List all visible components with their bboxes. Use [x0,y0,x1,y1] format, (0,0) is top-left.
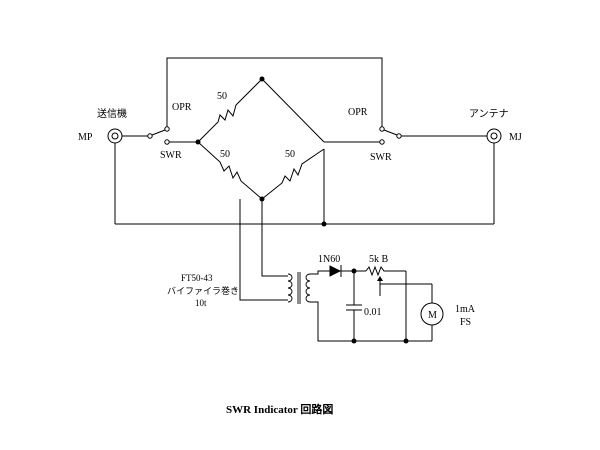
r2-label: 50 [220,149,230,160]
transformer-feed-b [239,199,288,301]
mp-connector [107,128,123,144]
transformer-label-3: 10t [195,298,207,308]
meter-symbol: M [428,310,437,321]
r1-resistor [197,78,263,143]
pot-label: 5k B [369,254,389,265]
swr-left-label: SWR [160,150,182,161]
pot-5k [365,265,406,277]
diode-1n60 [329,265,342,277]
transformer-label-2: バイファイラ巻き [167,285,239,297]
r3-label: 50 [285,149,295,160]
meter-bottom-node [403,338,409,344]
cap-bottom-node [351,338,357,344]
opr-link-wire [166,57,383,127]
transformer-label-1: FT50-43 [181,273,213,283]
r2-resistor [197,141,263,200]
mj-connector [486,128,502,144]
transmitter-label: 送信機 [97,107,127,120]
mj-label: MJ [509,132,522,143]
diode-label: 1N60 [318,254,340,265]
meter-label-2: FS [460,317,471,328]
antenna-label: アンテナ [469,108,509,120]
r3-resistor [261,148,325,200]
secondary-bottom-wire [310,301,432,342]
top-right-wire [261,78,325,143]
opr-left-label: OPR [172,102,192,113]
mp-label: MP [78,132,93,143]
cap-label: 0.01 [364,307,382,318]
r1-label: 50 [217,91,227,102]
capacitor [346,304,362,311]
right-switch [379,126,402,145]
pot-to-meter-wire [379,283,406,296]
swr-right-label: SWR [370,152,392,163]
opr-right-label: OPR [348,107,368,118]
transformer [287,272,311,304]
diagram-title: SWR Indicator 回路図 [226,402,333,416]
secondary-top-wire [310,270,330,275]
transformer-feed-a [261,199,288,277]
left-switch [147,126,170,145]
meter-label-1: 1mA [455,304,476,315]
